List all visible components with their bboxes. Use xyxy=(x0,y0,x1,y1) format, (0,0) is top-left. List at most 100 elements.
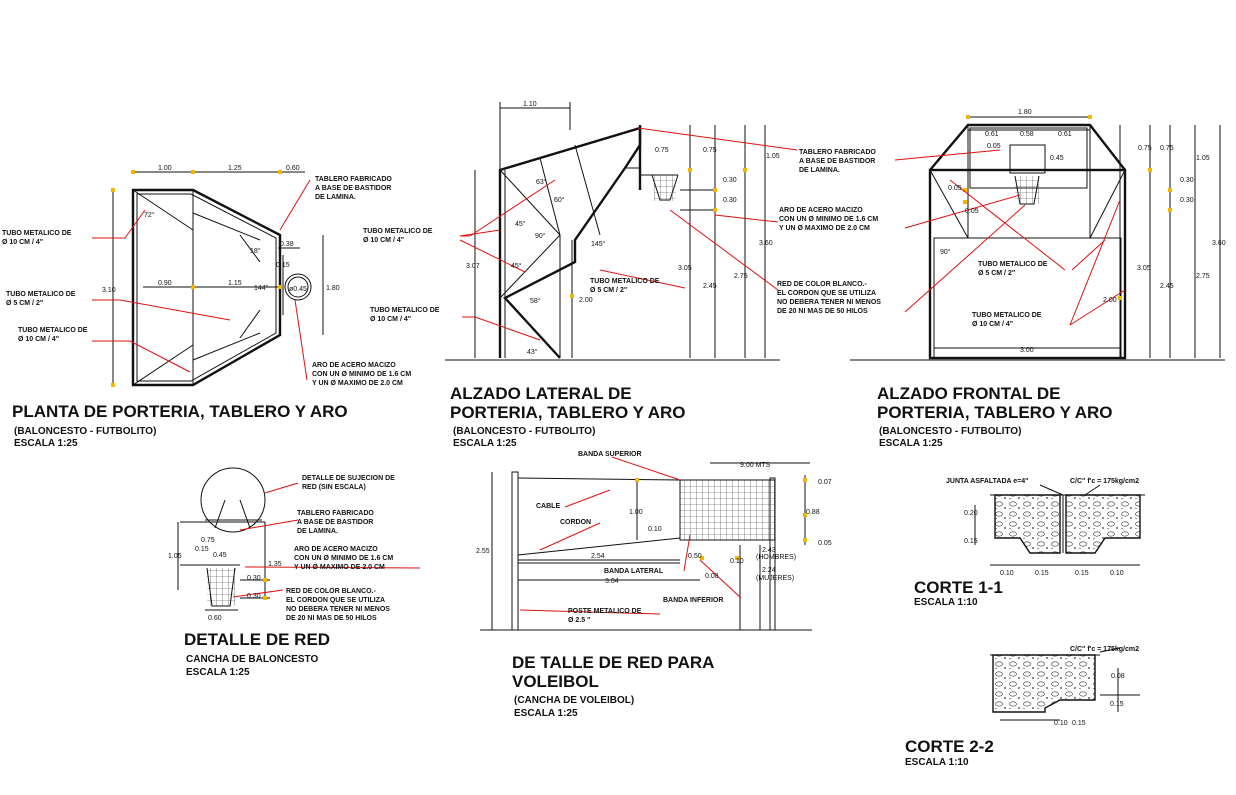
lat-label-tubo-e: TUBO METALICO DE xyxy=(370,307,440,314)
fr-label-aro1: ARO DE ACERO MACIZO xyxy=(779,207,863,214)
vb-label-cordon: CORDON xyxy=(560,519,591,526)
dim-aro-diameter: ø0.45 xyxy=(289,286,307,293)
fr-label-red4: DE 20 NI MAS DE 50 HILOS xyxy=(777,308,868,315)
lat-dim-1-10: 1.10 xyxy=(523,101,537,108)
lat-dim-3-60: 3.60 xyxy=(759,240,773,247)
dr-dim-0-30b: 0.30 xyxy=(247,593,261,600)
frontal-subtitle: (BALONCESTO - FUTBOLITO) xyxy=(879,426,1021,437)
fr-dim-3-60: 3.60 xyxy=(1212,240,1226,247)
dr-label-red4: DE 20 NI MAS DE 50 HILOS xyxy=(286,615,377,622)
voleibol-subtitle: (CANCHA DE VOLEIBOL) xyxy=(514,695,634,706)
dim-0-60: 0.60 xyxy=(286,165,300,172)
vb-label-hombres: (HOMBRES) xyxy=(756,554,796,561)
vb-dim-2-55: 2.55 xyxy=(476,548,490,555)
lat-label-tubo-c: TUBO METALICO DE xyxy=(590,278,660,285)
voleibol-scale: ESCALA 1:25 xyxy=(514,708,578,719)
label-aro-line1: ARO DE ACERO MACIZO xyxy=(312,362,396,369)
detalle-red-subtitle: CANCHA DE BALONCESTO xyxy=(186,654,318,665)
dr-dim-1-05: 1.05 xyxy=(168,553,182,560)
dim-0-38: 0.38 xyxy=(280,241,294,248)
lat-angle-145: 145° xyxy=(591,240,606,248)
planta-scale: ESCALA 1:25 xyxy=(14,438,78,449)
lat-dim-0-30b: 0.30 xyxy=(723,197,737,204)
fr-dim-1-05: 1.05 xyxy=(1196,155,1210,162)
angle-144: 144° xyxy=(254,284,269,292)
dr-dim-0-60: 0.60 xyxy=(208,615,222,622)
detalle-red-title: DETALLE DE RED xyxy=(184,630,330,649)
lat-dim-0-75b: 0.75 xyxy=(703,147,717,154)
vb-dim-0-10b: 0.10 xyxy=(730,558,744,565)
lat-dim-2-45: 2.45 xyxy=(703,283,717,290)
planta-subtitle: (BALONCESTO - FUTBOLITO) xyxy=(14,426,156,437)
dr-dim-0-30a: 0.30 xyxy=(247,575,261,582)
fr-label-tubo2b: Ø 5 CM / 2" xyxy=(978,270,1015,277)
fr-label-tablero3: DE LAMINA. xyxy=(799,167,840,174)
lat-angle-63: 63° xyxy=(536,178,547,186)
dim-1-25: 1.25 xyxy=(228,165,242,172)
lateral-subtitle: (BALONCESTO - FUTBOLITO) xyxy=(453,426,595,437)
frontal-title-line1: ALZADO FRONTAL DE xyxy=(877,384,1061,403)
fr-dim-0-05a: 0.05 xyxy=(987,143,1001,150)
c2-label-concreto: C/C" f'c = 175kg/cm2 xyxy=(1070,646,1139,653)
vb-dim-0-50: 0.50 xyxy=(688,553,702,560)
fr-dim-0-61b: 0.61 xyxy=(1058,131,1072,138)
fr-dim-0-75a: 0.75 xyxy=(1138,145,1152,152)
label-aro-line3: Y UN Ø MAXIMO DE 2.0 CM xyxy=(312,380,403,387)
dr-dim-0-75: 0.75 xyxy=(201,537,215,544)
label-tablero-line2: A BASE DE BASTIDOR xyxy=(315,185,391,192)
planta-view: 1.00 1.25 0.60 3.10 0.90 1.15 1.80 0.38 … xyxy=(2,165,411,449)
vb-label-banda-inf: BANDA INFERIOR xyxy=(663,597,723,604)
vb-dim-2-54: 2.54 xyxy=(591,553,605,560)
detalle-red-scale: ESCALA 1:25 xyxy=(186,667,250,678)
angle-72: 72° xyxy=(144,211,155,219)
vb-dim-9-00: 9.00 MTS xyxy=(740,462,771,469)
fr-dim-0-58: 0.58 xyxy=(1020,131,1034,138)
fr-label-tablero2: A BASE DE BASTIDOR xyxy=(799,158,875,165)
dr-label-suj2: RED (SIN ESCALA) xyxy=(302,484,366,491)
fr-dim-0-30a: 0.30 xyxy=(1180,177,1194,184)
lat-angle-45b: 45° xyxy=(511,262,522,270)
dim-0-15: 0.15 xyxy=(276,262,290,269)
frontal-scale: ESCALA 1:25 xyxy=(879,438,943,449)
c1-dim-0-10b: 0.10 xyxy=(1110,570,1124,577)
lat-angle-43: 43° xyxy=(527,348,538,356)
vb-label-mujeres: (MUJERES) xyxy=(756,575,794,582)
c1-dim-0-15a: 0.15 xyxy=(1035,570,1049,577)
corte1-title: CORTE 1-1 xyxy=(914,578,1003,597)
fr-label-aro2: CON UN Ø MINIMO DE 1.6 CM xyxy=(779,216,878,223)
label-tubo-5cm-a: TUBO METALICO DE xyxy=(6,291,76,298)
lat-label-tubo-d: Ø 5 CM / 2" xyxy=(590,287,627,294)
fr-label-red3: NO DEBERA TENER NI MENOS xyxy=(777,299,881,306)
lat-angle-90: 90° xyxy=(535,232,546,240)
c1-dim-0-15b: 0.15 xyxy=(1075,570,1089,577)
lat-dim-3-05: 3.05 xyxy=(678,265,692,272)
dim-3-10: 3.10 xyxy=(102,287,116,294)
dr-label-red3: NO DEBERA TENER NI MENOS xyxy=(286,606,390,613)
label-tablero-line3: DE LAMINA. xyxy=(315,194,356,201)
lat-dim-1-05: 1.05 xyxy=(766,153,780,160)
vb-label-banda-lat: BANDA LATERAL xyxy=(604,568,664,575)
planta-title: PLANTA DE PORTERIA, TABLERO Y ARO xyxy=(12,402,348,421)
lat-label-tubo-b: Ø 10 CM / 4" xyxy=(363,237,404,244)
dim-0-90: 0.90 xyxy=(158,280,172,287)
lat-label-tubo-f: Ø 10 CM / 4" xyxy=(370,316,411,323)
vb-label-poste1: POSTE METALICO DE xyxy=(568,608,642,615)
dr-label-red1: RED DE COLOR BLANCO.- xyxy=(286,588,377,595)
fr-dim-2-00: 2.00 xyxy=(1103,297,1117,304)
fr-label-tubo2a: TUBO METALICO DE xyxy=(978,261,1048,268)
label-aro-line2: CON UN Ø MINIMO DE 1.6 CM xyxy=(312,371,411,378)
dr-label-tab1: TABLERO FABRICADO xyxy=(297,510,374,517)
lateral-title-line1: ALZADO LATERAL DE xyxy=(450,384,632,403)
label-tubo-10cm-a: TUBO METALICO DE xyxy=(2,230,72,237)
c2-dim-0-15b: 0.15 xyxy=(1110,701,1124,708)
dr-dim-0-45: 0.45 xyxy=(213,552,227,559)
dr-label-suj1: DETALLE DE SUJECION DE xyxy=(302,475,395,482)
fr-label-tubo4b: Ø 10 CM / 4" xyxy=(972,321,1013,328)
vb-label-cable: CABLE xyxy=(536,503,560,510)
fr-dim-1-80: 1.80 xyxy=(1018,109,1032,116)
fr-dim-0-45: 0.45 xyxy=(1050,155,1064,162)
fr-dim-2-75: 2.75 xyxy=(1196,273,1210,280)
vb-dim-1-00: 1.00 xyxy=(629,509,643,516)
corte2-scale: ESCALA 1:10 xyxy=(905,757,969,768)
